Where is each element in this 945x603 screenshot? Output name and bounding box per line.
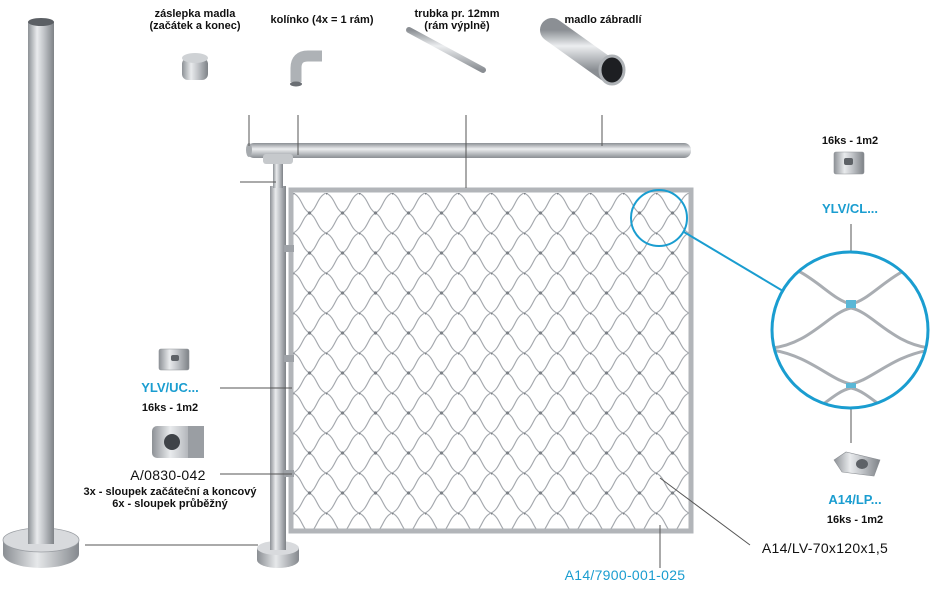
corner-post: [2, 18, 80, 568]
bracket-note: 3x - sloupek začáteční a koncový 6x - sl…: [60, 486, 280, 510]
callout-lines: [85, 115, 852, 568]
handrail-label: madlo zábradlí: [564, 14, 642, 26]
clip-left-icon: [158, 348, 190, 371]
infill-frame: [288, 187, 694, 534]
ferrule-qty: 16ks - 1m2: [826, 514, 884, 526]
bracket-code: A/0830-042: [130, 467, 206, 483]
handrail-cap-icon: [182, 53, 208, 80]
clip-left-code: YLV/UC...: [141, 380, 199, 395]
tube-label: trubka pr. 12mm (rám výplně): [392, 8, 522, 32]
tube-icon: [406, 27, 486, 73]
zoom-callout: [630, 189, 930, 410]
clip-top-code: YLV/CL...: [821, 201, 879, 216]
intermediate-post: [257, 164, 299, 568]
clip-top-icon: [833, 151, 865, 175]
tube-line2: (rám výplně): [424, 20, 490, 32]
bracket-line2: 6x - sloupek průběžný: [112, 498, 228, 510]
elbow-icon: [290, 50, 322, 87]
bracket-line1: 3x - sloupek začáteční a koncový: [83, 486, 257, 498]
clip-left-qty: 16ks - 1m2: [141, 402, 199, 414]
handrail: [246, 143, 691, 164]
frame-code: A14/7900-001-025: [564, 567, 686, 583]
mesh-code: A14/LV-70x120x1,5: [761, 540, 889, 556]
clip-top-qty: 16ks - 1m2: [821, 135, 879, 147]
handrail-cap-line2: (začátek a konec): [149, 20, 241, 32]
ferrule-code: A14/LP...: [828, 492, 882, 507]
handrail-cap-line1: záslepka madla: [154, 8, 236, 20]
handrail-section-icon: [540, 18, 626, 86]
bracket-icon: [152, 426, 204, 458]
handrail-cap-label: záslepka madla (začátek a konec): [135, 8, 255, 32]
tube-line1: trubka pr. 12mm: [414, 8, 500, 20]
elbow-label: kolínko (4x = 1 rám): [270, 14, 374, 26]
ferrule-icon: [833, 451, 881, 477]
